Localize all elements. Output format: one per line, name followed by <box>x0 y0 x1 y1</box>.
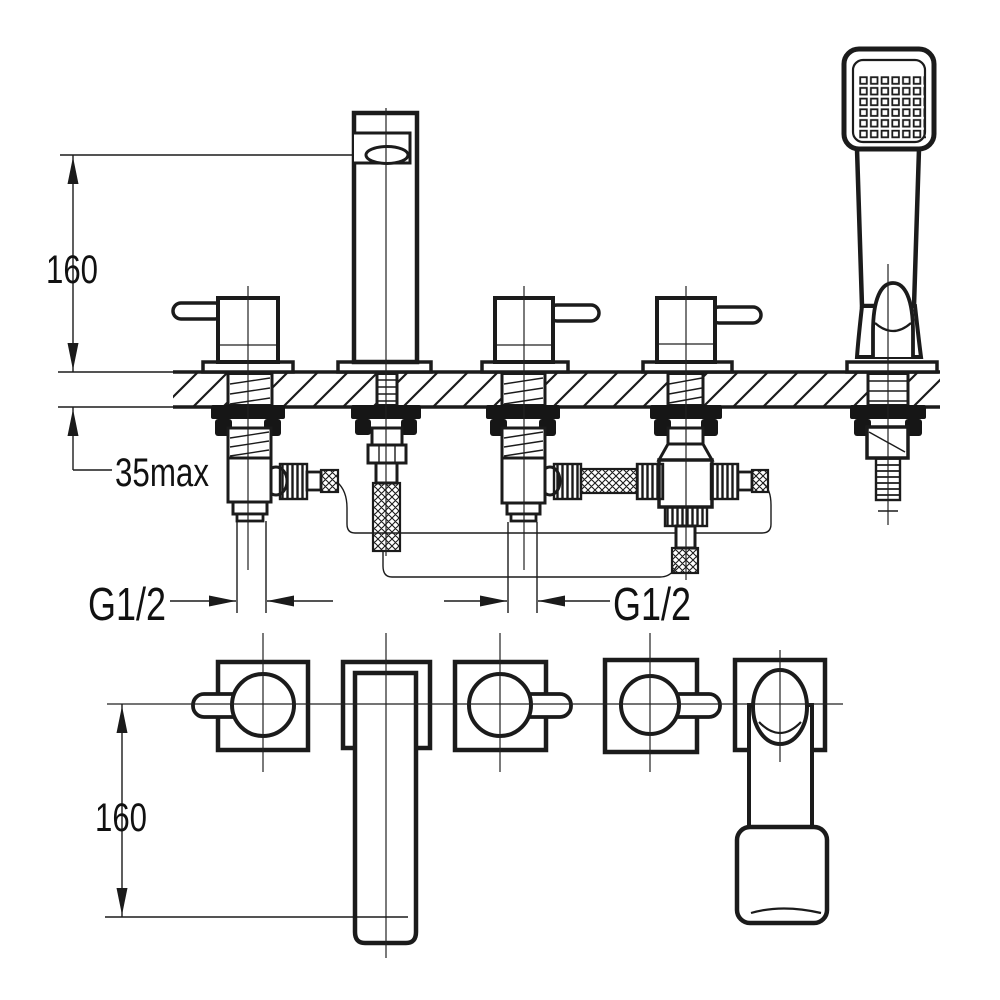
lever-right <box>709 305 763 325</box>
plan-view: 160 <box>95 633 843 958</box>
elevation-view: 160 35max G1/2 G1/2 <box>46 46 940 630</box>
tap-handle-middle-plan <box>452 659 573 753</box>
dimension-g12-left: G1/2 <box>88 521 333 630</box>
handshower-handle-end <box>871 281 915 357</box>
outlet-nut <box>552 462 583 501</box>
valve-body-left-underdeck <box>226 426 340 523</box>
dimension-g12-right: G1/2 <box>444 522 691 630</box>
dimension-spout-height: 160 <box>46 154 354 372</box>
spout-aerator <box>364 145 410 165</box>
link-hose <box>579 467 639 495</box>
centerlines-plan <box>107 633 843 958</box>
tap-handle-left-plan <box>191 659 311 753</box>
handshower-plan <box>732 657 830 926</box>
dimension-deck-thickness: 35max <box>67 407 209 495</box>
dim-label-g12-right: G1/2 <box>613 578 691 630</box>
tap-handle-left-elevation <box>171 296 280 364</box>
diverter-plan <box>602 657 722 755</box>
diverter-inlet-nut <box>635 462 665 501</box>
deck-section <box>58 370 940 409</box>
lever-left <box>171 301 225 321</box>
dim-label-deck-max: 35max <box>115 451 209 495</box>
flexible-hose-stub <box>319 468 340 494</box>
dim-label-g12-left: G1/2 <box>88 578 166 630</box>
diverter-outlet-nut <box>709 462 740 501</box>
dim-label-spout-reach: 160 <box>95 796 147 840</box>
outlet-nut <box>278 462 309 501</box>
centerlines-elevation <box>247 108 889 580</box>
diverter-bottom-hose <box>670 546 700 575</box>
valve-body-middle-underdeck <box>500 426 639 523</box>
diverter-handle-elevation <box>655 296 763 364</box>
dimension-spout-reach: 160 <box>95 704 408 918</box>
lever-right <box>547 303 601 323</box>
deck-hatch <box>173 373 940 406</box>
handshower-elevation <box>841 46 937 359</box>
flexible-hose-stub <box>750 468 770 494</box>
spray-nozzle-grid <box>859 76 926 139</box>
handshower-head-plan <box>734 824 830 926</box>
diverter-underdeck <box>635 426 770 575</box>
mounting-clamps <box>211 405 926 436</box>
spout-tail-underdeck <box>366 426 408 553</box>
dim-label-spout-height: 160 <box>46 248 98 292</box>
tap-handle-middle-elevation <box>493 296 601 364</box>
